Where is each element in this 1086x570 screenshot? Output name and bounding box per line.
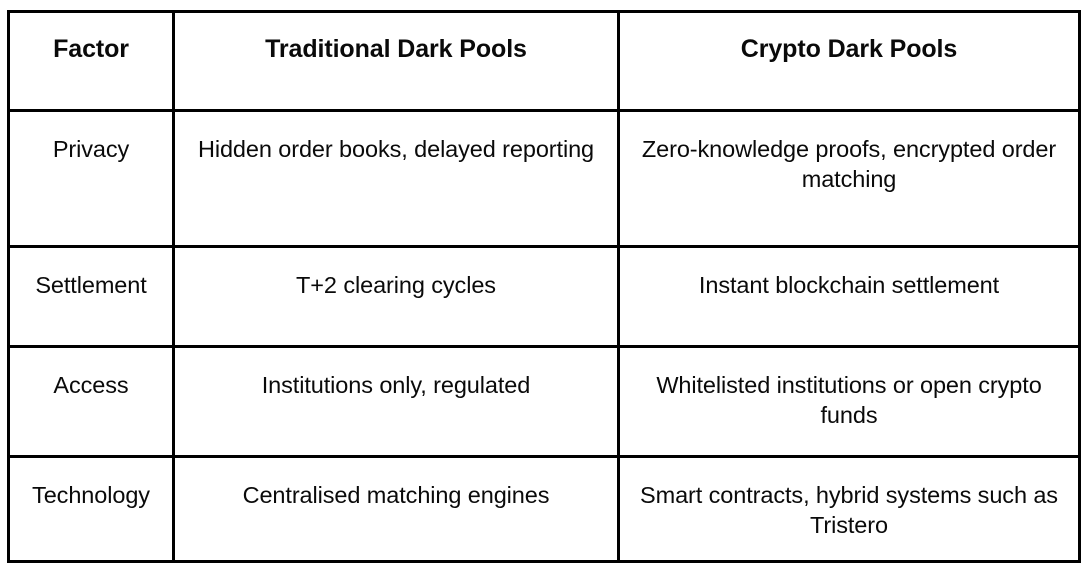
- table-header: Factor Traditional Dark Pools Crypto Dar…: [7, 10, 1081, 112]
- cell-text: Settlement: [35, 272, 147, 298]
- comparison-table-container: Factor Traditional Dark Pools Crypto Dar…: [7, 10, 1081, 563]
- table-header-row: Factor Traditional Dark Pools Crypto Dar…: [7, 10, 1081, 112]
- cell-text: Hidden order books, delayed reporting: [197, 136, 595, 162]
- column-header-traditional-dark-pools: Traditional Dark Pools: [172, 10, 620, 112]
- cell-traditional-settlement: T+2 clearing cycles: [172, 245, 620, 348]
- cell-traditional-technology: Centralised matching engines: [172, 455, 620, 563]
- table-body: Privacy Hidden order books, delayed repo…: [7, 109, 1081, 563]
- column-header-crypto-dark-pools: Crypto Dark Pools: [617, 10, 1081, 112]
- table-row: Access Institutions only, regulated Whit…: [7, 345, 1081, 458]
- table-row: Technology Centralised matching engines …: [7, 455, 1081, 563]
- cell-text: Instant blockchain settlement: [698, 272, 1000, 298]
- cell-text: Access: [53, 372, 129, 398]
- cell-text: Centralised matching engines: [242, 482, 550, 508]
- cell-crypto-privacy: Zero-knowledge proofs, encrypted order m…: [617, 109, 1081, 248]
- cell-factor-privacy: Privacy: [7, 109, 175, 248]
- table-row: Privacy Hidden order books, delayed repo…: [7, 109, 1081, 248]
- column-header-crypto-label: Crypto Dark Pools: [740, 35, 958, 63]
- cell-factor-access: Access: [7, 345, 175, 458]
- cell-text: Technology: [32, 482, 150, 508]
- cell-traditional-privacy: Hidden order books, delayed reporting: [172, 109, 620, 248]
- cell-crypto-technology: Smart contracts, hybrid systems such as …: [617, 455, 1081, 563]
- cell-text: Zero-knowledge proofs, encrypted order m…: [641, 136, 1057, 193]
- cell-text: T+2 clearing cycles: [296, 272, 496, 298]
- column-header-traditional-label: Traditional Dark Pools: [265, 35, 527, 63]
- cell-text: Smart contracts, hybrid systems such as …: [640, 482, 1058, 539]
- cell-crypto-settlement: Instant blockchain settlement: [617, 245, 1081, 348]
- cell-crypto-access: Whitelisted institutions or open crypto …: [617, 345, 1081, 458]
- cell-factor-technology: Technology: [7, 455, 175, 563]
- column-header-factor: Factor: [7, 10, 175, 112]
- dark-pools-comparison-table: Factor Traditional Dark Pools Crypto Dar…: [7, 10, 1081, 563]
- cell-factor-settlement: Settlement: [7, 245, 175, 348]
- cell-text: Whitelisted institutions or open crypto …: [656, 372, 1042, 429]
- table-row: Settlement T+2 clearing cycles Instant b…: [7, 245, 1081, 348]
- cell-traditional-access: Institutions only, regulated: [172, 345, 620, 458]
- cell-text: Institutions only, regulated: [261, 372, 531, 398]
- cell-text: Privacy: [52, 136, 130, 162]
- column-header-factor-label: Factor: [53, 35, 129, 63]
